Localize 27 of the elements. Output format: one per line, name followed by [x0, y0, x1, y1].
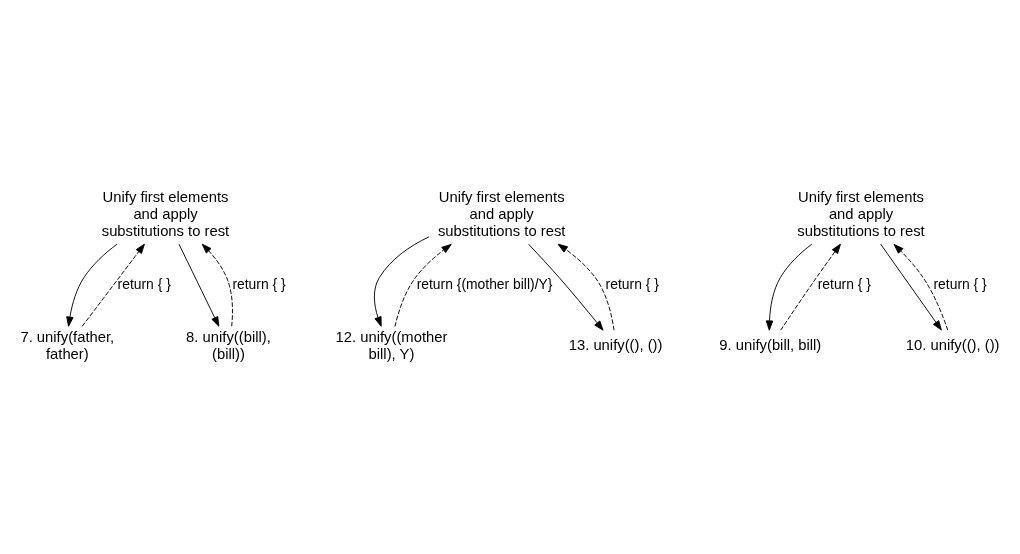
- arrow: [765, 243, 813, 331]
- arrow: [880, 243, 942, 331]
- arrow: [780, 243, 841, 331]
- arrow: [178, 243, 220, 327]
- edge-label: return { }: [817, 275, 871, 292]
- node-text: 9. unify(bill, bill): [719, 337, 822, 354]
- node-text: 12. unify((mother bill), Y): [335, 329, 448, 362]
- arrow: [373, 236, 430, 327]
- node-text: Unify first elements and apply substitutions to rest: [437, 189, 566, 239]
- edge-label: return { }: [933, 275, 987, 292]
- edge-label: return {(mother bill)/Y}: [416, 275, 553, 292]
- node-text: 10. unify((), ()): [905, 337, 1000, 354]
- edge-label: return { }: [232, 275, 286, 292]
- arrow: [81, 243, 145, 327]
- node-text: 8. unify((bill), (bill)): [186, 329, 271, 362]
- arrow: [66, 243, 118, 327]
- arrow: [557, 243, 615, 331]
- edge-label: return { }: [117, 275, 171, 292]
- node-text: 13. unify((), ()): [568, 337, 663, 354]
- arrow: [893, 243, 949, 331]
- arrow: [201, 243, 233, 327]
- node-text: Unify first elements and apply substitutions to rest: [797, 189, 925, 239]
- arrow: [394, 243, 452, 327]
- node-text: 7. unify(father, father): [20, 329, 115, 362]
- edge-label: return { }: [605, 275, 659, 292]
- arrow: [528, 243, 604, 331]
- node-text: Unify first elements and apply substitutions to rest: [101, 189, 230, 239]
